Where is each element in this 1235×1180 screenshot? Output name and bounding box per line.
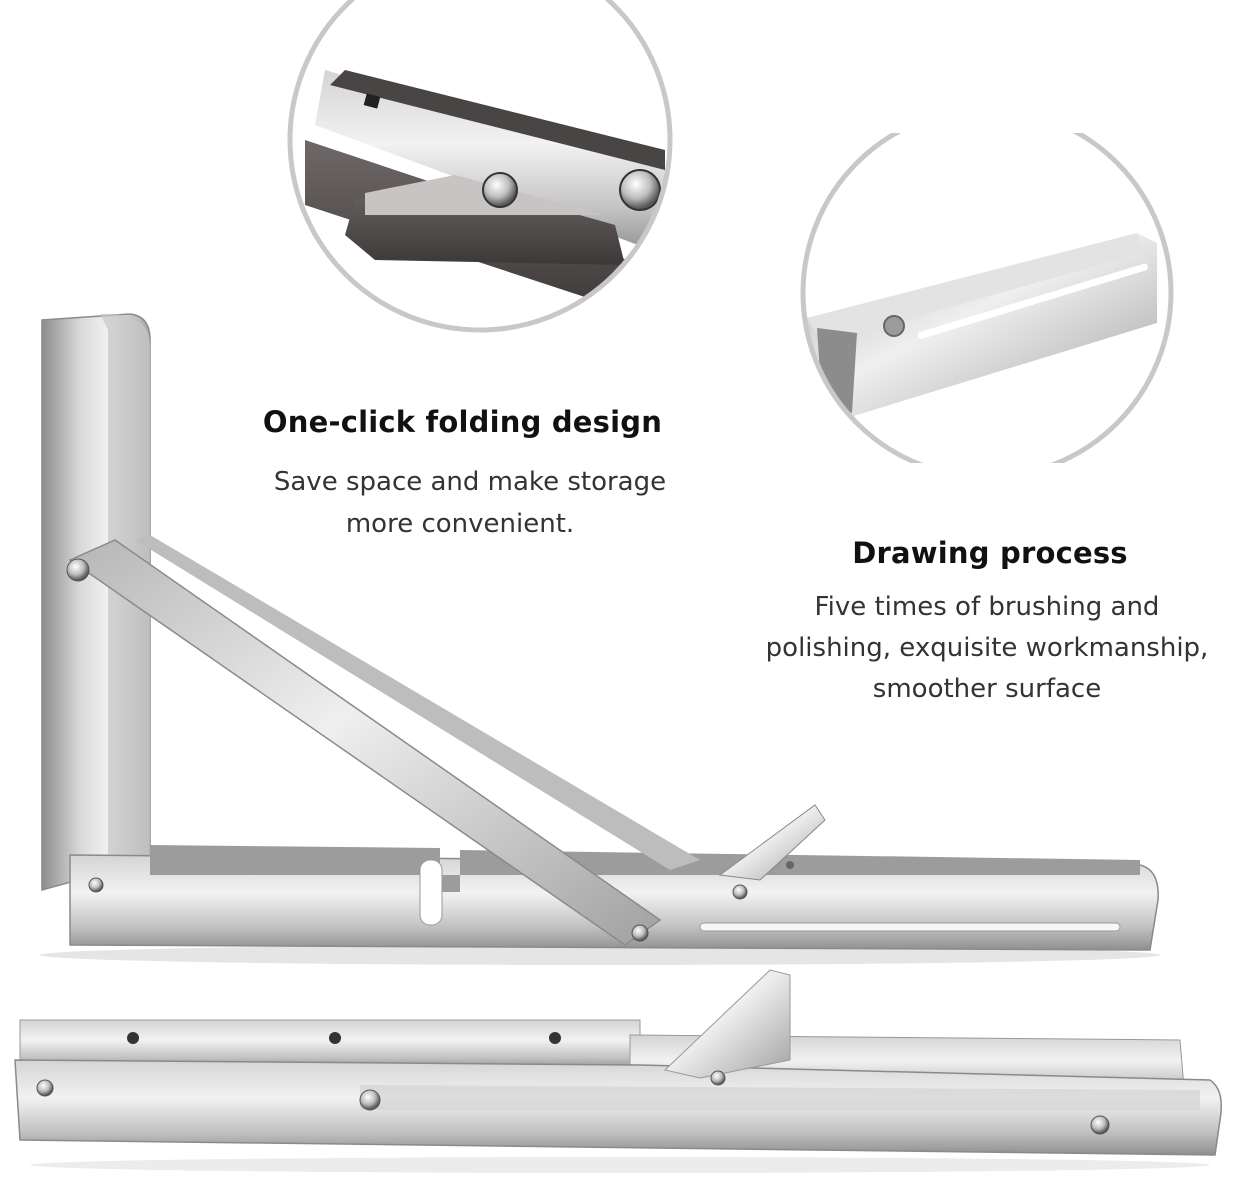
feature-desc-drawing-line3: smoother surface xyxy=(872,674,1102,704)
product-bracket-folded xyxy=(0,960,1235,1180)
bracket-folded-image xyxy=(14,969,1222,1173)
feature-desc-folding-line2: more convenient. xyxy=(345,509,575,539)
rail-closeup-image xyxy=(800,133,1174,463)
detail-circle-hinge xyxy=(285,0,675,335)
product-bracket-open xyxy=(0,300,1235,980)
hinge-closeup-image xyxy=(287,0,673,333)
bracket-open-image xyxy=(40,313,1160,965)
feature-title-drawing: Drawing process xyxy=(852,536,1128,570)
feature-desc-drawing-line2: polishing, exquisite workmanship, xyxy=(765,633,1209,663)
detail-circle-rail xyxy=(797,133,1177,463)
feature-desc-folding-line1: Save space and make storage xyxy=(273,467,667,497)
feature-desc-drawing-line1: Five times of brushing and xyxy=(814,592,1160,622)
feature-title-folding: One-click folding design xyxy=(262,405,663,439)
